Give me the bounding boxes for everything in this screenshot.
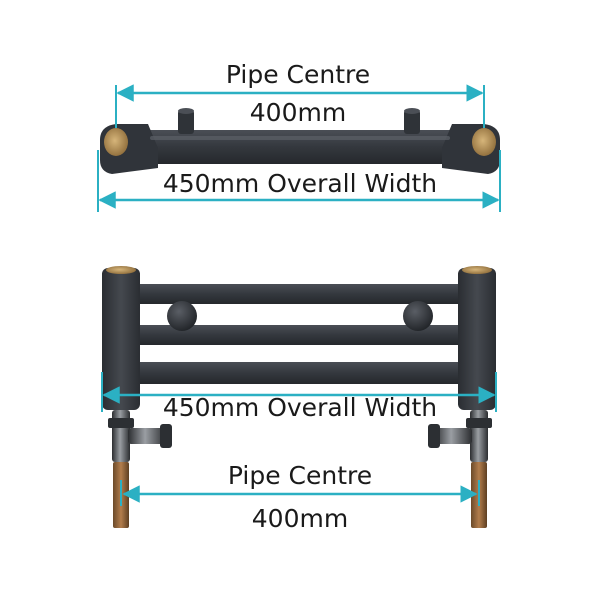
top-view-pipe-centre-title: Pipe Centre <box>226 60 370 89</box>
top-view: Pipe Centre 400mm 450mm Overall Width <box>97 60 501 212</box>
front-view-rail-2 <box>135 325 467 345</box>
front-view-left-valve <box>108 410 172 528</box>
top-view-left-post <box>178 110 194 134</box>
top-view-right-brass-end <box>472 128 496 156</box>
front-view-pipe-centre-value: 400mm <box>252 504 348 533</box>
top-view-left-post-top <box>178 108 194 114</box>
top-view-right-post-top <box>404 108 420 114</box>
top-view-pipe-centre-value: 400mm <box>250 98 346 127</box>
front-view-overall-width-label: 450mm Overall Width <box>163 393 437 422</box>
front-view-right-brass-top <box>462 266 492 274</box>
front-view-right-bracket-knob <box>403 301 433 331</box>
top-view-left-brass-end <box>104 128 128 156</box>
front-view-rail-1 <box>135 284 467 304</box>
front-view-right-leg <box>458 268 496 410</box>
front-view-left-bracket-knob <box>167 301 197 331</box>
top-view-right-post <box>404 110 420 134</box>
top-view-overall-width-label: 450mm Overall Width <box>163 169 437 198</box>
front-view-left-brass-top <box>106 266 136 274</box>
front-view: 450mm Overall Width Pipe Centre 400mm <box>101 266 497 533</box>
front-view-pipe-centre-title: Pipe Centre <box>228 461 372 490</box>
front-view-left-leg <box>102 268 140 410</box>
top-view-bar <box>110 130 488 164</box>
front-view-rail-3 <box>135 362 467 384</box>
top-view-bar-highlight <box>150 136 450 140</box>
front-view-right-valve <box>428 410 492 528</box>
